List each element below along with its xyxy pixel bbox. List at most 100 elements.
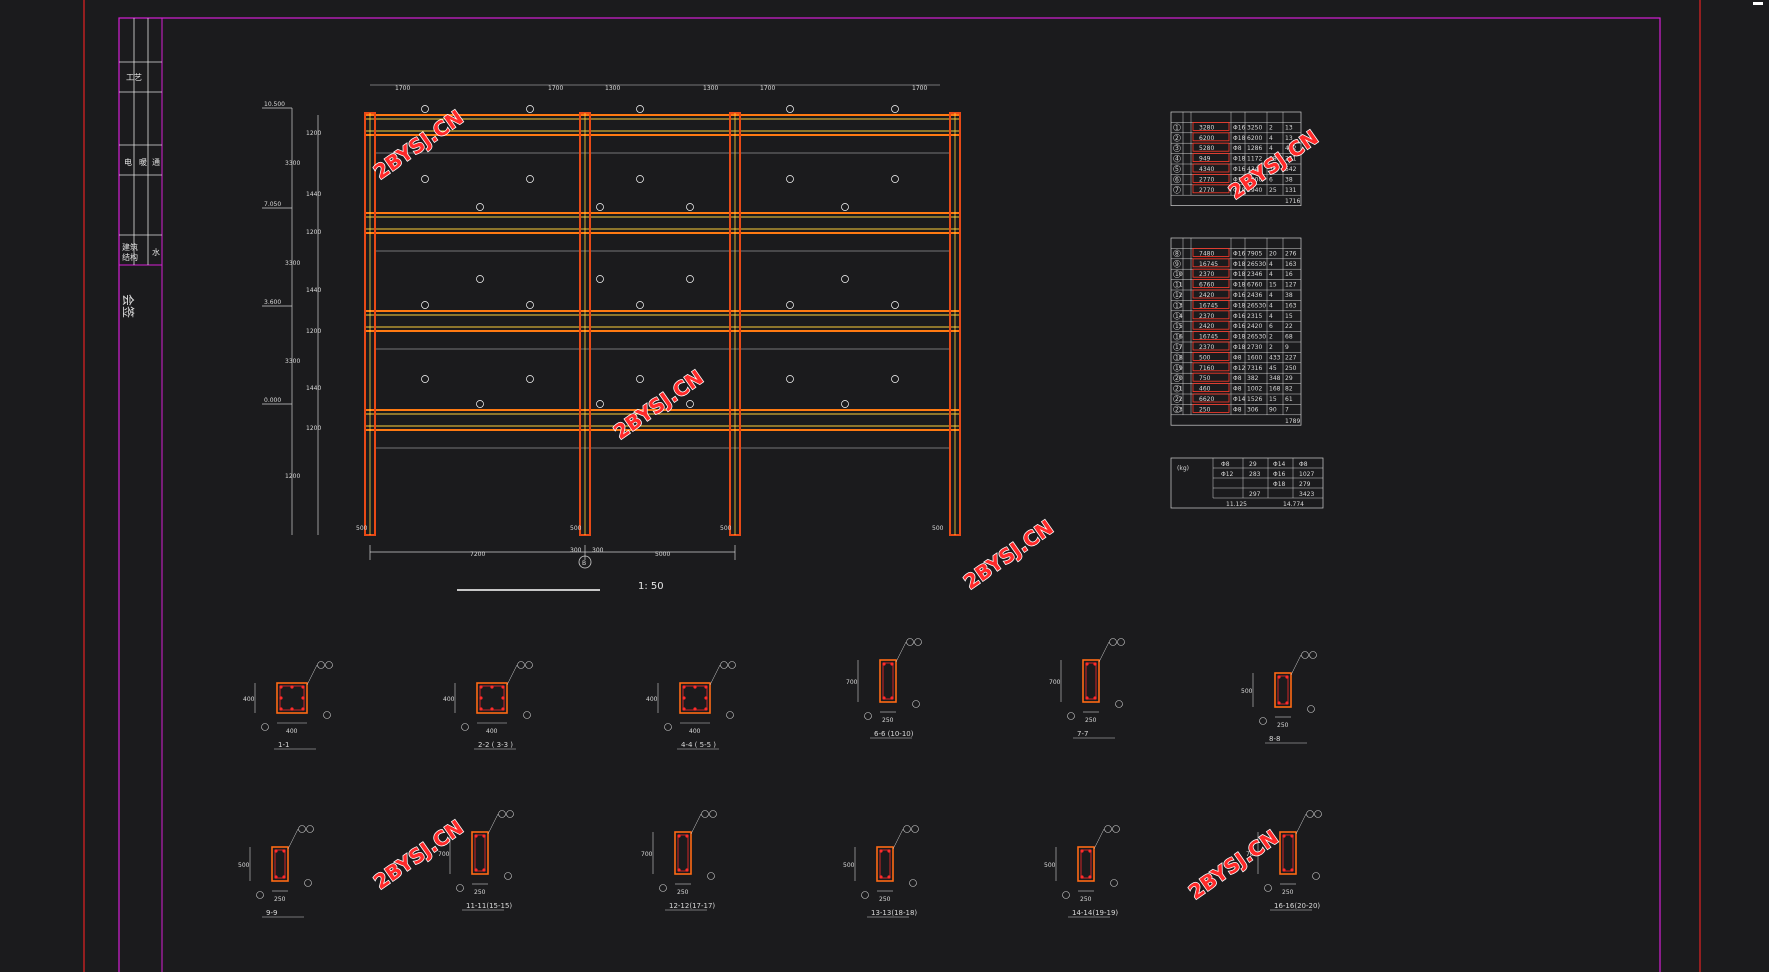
table-cell: 2: [1269, 344, 1273, 351]
callout-circle: [1301, 651, 1309, 659]
window-control-icon[interactable]: [1753, 2, 1763, 5]
table-cell: Φ8: [1233, 375, 1242, 382]
callout-circle: [1110, 879, 1118, 887]
elevation-label: 7.050: [264, 201, 281, 208]
rebar-shape: [1192, 351, 1230, 361]
watermarks: 2BYSJ.CN 2BYSJ.CN 2BYSJ.CN 2BYSJ.CN 2BYS…: [368, 104, 1323, 904]
table-cell: 26530: [1247, 302, 1266, 309]
callout-circle: [261, 723, 269, 731]
title-cell-heating: 暖: [139, 158, 147, 167]
rebar-dot: [290, 685, 294, 689]
section-width: 250: [882, 717, 894, 724]
section-label: 16-16(20-20): [1274, 902, 1320, 910]
table-mark-circle: [1173, 395, 1181, 403]
bottom-dimensions: 7200 300 300 5000 B 500 500 500 500: [356, 525, 944, 569]
table-cell: 250: [1285, 365, 1297, 372]
table-cell: Φ16: [1233, 166, 1246, 173]
table-cell: 38: [1285, 292, 1293, 299]
callout-circle: [1259, 717, 1267, 725]
table-cell: 2: [1269, 334, 1273, 341]
rebar-dot: [1277, 701, 1281, 705]
table-cell: 432: [1285, 145, 1297, 152]
table-cell: 2: [1269, 124, 1273, 131]
callout-circle: [596, 203, 604, 211]
top-dim: 1300: [605, 85, 620, 92]
table-cell: 1172: [1247, 156, 1262, 163]
rebar-shape: [1192, 310, 1230, 320]
table-cell: 15: [1269, 282, 1277, 289]
elevation-markers: 10.500 7.050 3.600 0.000 3300 3300 3300 …: [262, 101, 321, 535]
rebar-dot: [879, 875, 883, 879]
callout-circle: [636, 175, 644, 183]
watermark-text: 2BYSJ.CN: [369, 105, 467, 184]
table-mark-circle: [1173, 249, 1181, 258]
rebar-dot: [1282, 868, 1286, 872]
table-cell: 250: [1199, 406, 1211, 413]
callout-circle: [476, 203, 484, 211]
stirrup: [279, 685, 305, 711]
table-cell: 460: [1199, 386, 1211, 393]
table-cell: 6200: [1247, 135, 1262, 142]
title-cell-process: 工艺: [126, 73, 142, 82]
callout-circle: [304, 879, 312, 887]
table-cell: 1286: [1247, 145, 1262, 152]
table-cell: 3423: [1299, 491, 1314, 498]
table-cell: 16745: [1199, 261, 1218, 268]
table-cell: 163: [1285, 302, 1297, 309]
axis-bubble: [578, 555, 592, 569]
rebar-shape: [1192, 184, 1230, 194]
rebar-shape: [1192, 331, 1230, 341]
callout-circle: [306, 825, 314, 833]
table-cell: Φ18: [1233, 334, 1246, 341]
table-cell: 131: [1285, 187, 1297, 194]
rebar-dot: [501, 696, 505, 700]
table-cell: Φ18: [1233, 271, 1246, 278]
table-cell: Φ16: [1233, 323, 1246, 330]
callout-circle: [686, 275, 694, 283]
section-label: 13-13(18-18): [871, 909, 917, 917]
rebar-dot: [677, 834, 681, 838]
table-cell: 3: [1175, 145, 1179, 152]
table-cell: 4: [1269, 135, 1273, 142]
rebar-dot: [704, 707, 708, 711]
table-cell: 2770: [1199, 187, 1214, 194]
rebar-dot: [682, 685, 686, 689]
callout-circle: [1062, 891, 1070, 899]
section-outline: [276, 682, 308, 714]
table1-outline: [1170, 111, 1302, 206]
callout-circle: [1306, 810, 1314, 818]
table-cell: 13: [1285, 135, 1293, 142]
table-cell: 7: [1175, 187, 1179, 194]
table-mark-circle: [1173, 123, 1181, 132]
table-cell: 29: [1249, 461, 1257, 468]
table-cell: 2315: [1247, 313, 1262, 320]
section-label: 14-14(19-19): [1072, 909, 1118, 917]
table-cell: 750: [1199, 375, 1211, 382]
table-cell: 127: [1285, 282, 1297, 289]
table-mark-circle: [1173, 364, 1181, 372]
section-outline: [1082, 659, 1100, 703]
table-cell: Φ14: [1273, 461, 1286, 468]
watermark-text: 2BYSJ.CN: [1184, 825, 1282, 904]
rebar-shape: [1192, 383, 1230, 393]
rebar-dot: [1085, 696, 1089, 700]
callout-circle: [686, 400, 694, 408]
section-height: 700: [846, 679, 858, 686]
table-cell: 163: [1285, 261, 1297, 268]
rebar-dot: [482, 834, 486, 838]
rebar-dot: [301, 707, 305, 711]
table-cell: Φ8: [1233, 354, 1242, 361]
callout-circle: [841, 400, 849, 408]
callout-circle: [456, 884, 464, 892]
table-cell: Φ18: [1233, 344, 1246, 351]
table-cell: 22: [1175, 396, 1183, 403]
callout-circle: [841, 275, 849, 283]
callout-circle: [891, 301, 899, 309]
table-cell: Φ18: [1233, 156, 1246, 163]
callout-circle: [891, 105, 899, 113]
rebar-dot: [479, 707, 483, 711]
